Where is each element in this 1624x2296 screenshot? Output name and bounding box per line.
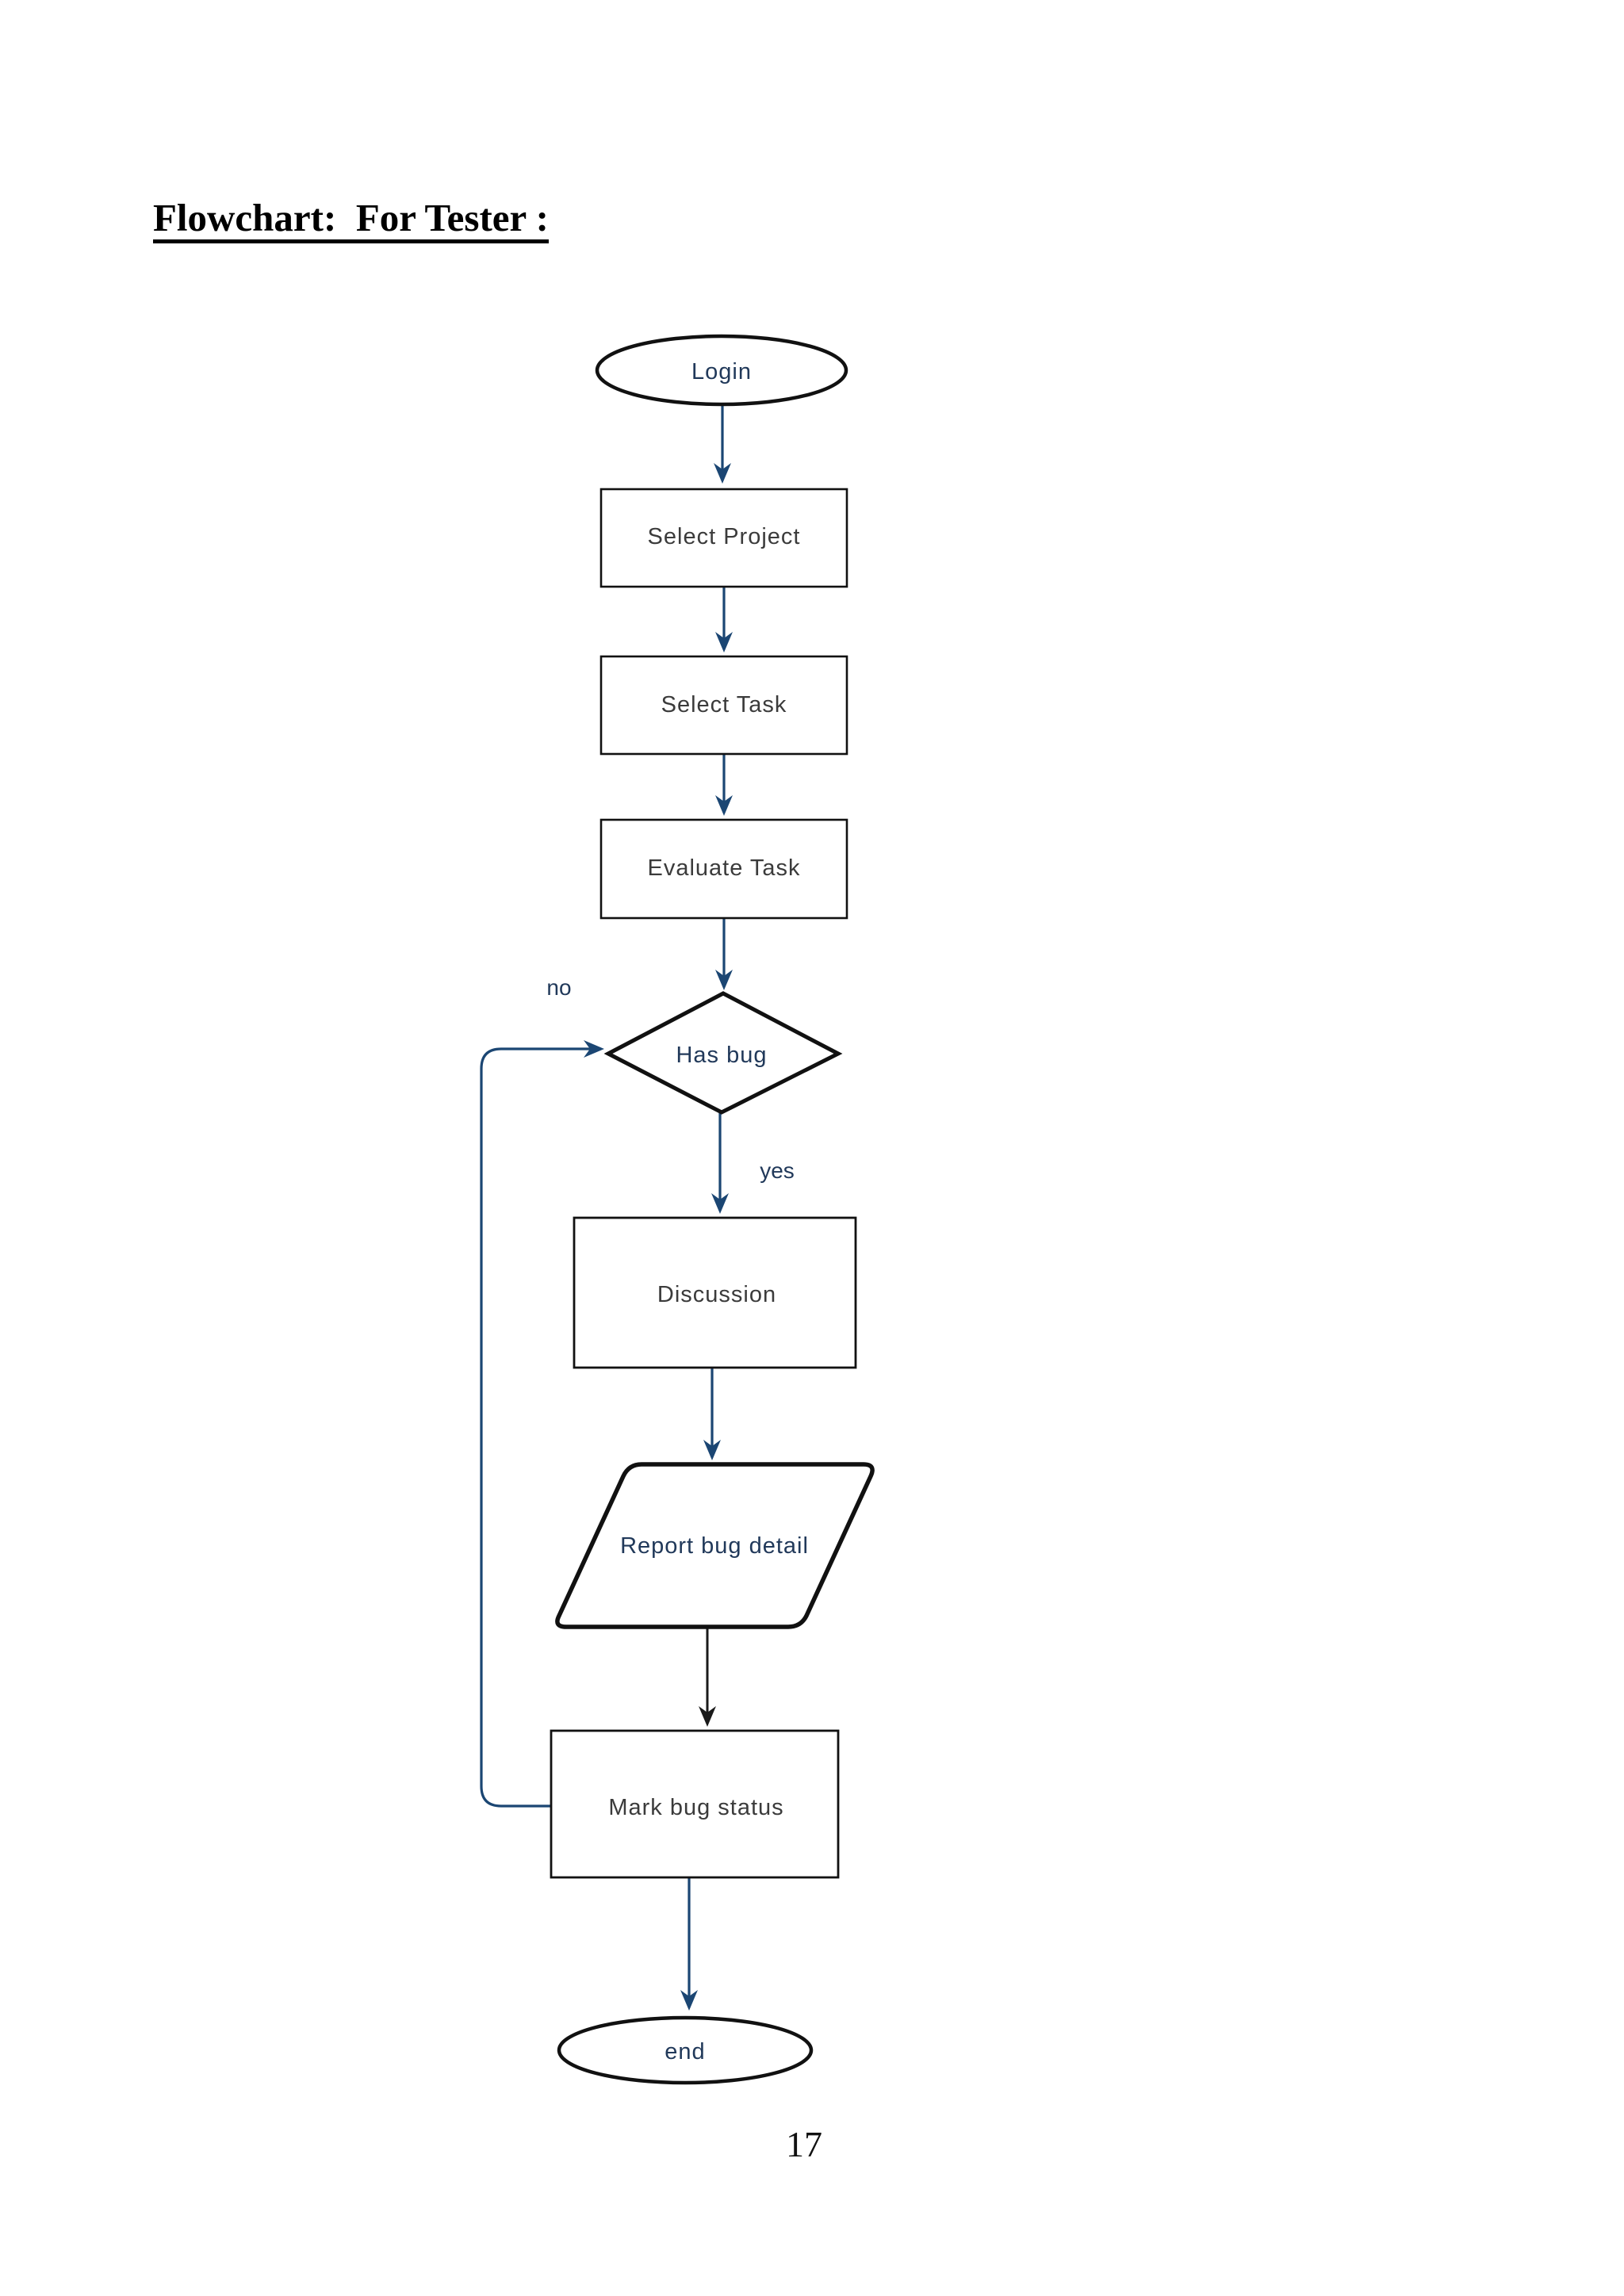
node-has-bug bbox=[603, 991, 843, 1115]
node-has-bug-label: Has bug bbox=[676, 1043, 767, 1068]
node-select-task bbox=[599, 655, 848, 756]
node-login bbox=[595, 334, 848, 407]
page-number: 17 bbox=[786, 2124, 822, 2164]
node-mark-bug-status-label: Mark bug status bbox=[608, 1795, 783, 1820]
node-report-bug-detail bbox=[555, 1462, 875, 1629]
node-mark-bug-status bbox=[550, 1729, 840, 1879]
node-evaluate-task bbox=[599, 818, 848, 920]
node-select-project-label: Select Project bbox=[648, 524, 801, 549]
node-end-label: end bbox=[665, 2039, 705, 2064]
branch-yes-label: yes bbox=[760, 1158, 795, 1183]
page-title: Flowchart: For Tester : bbox=[153, 198, 549, 243]
node-report-bug-detail-label: Report bug detail bbox=[620, 1533, 809, 1559]
node-discussion-label: Discussion bbox=[657, 1282, 776, 1307]
node-discussion bbox=[573, 1216, 857, 1369]
node-end bbox=[557, 2015, 814, 2085]
node-login-label: Login bbox=[691, 359, 752, 385]
node-select-project bbox=[599, 488, 848, 588]
loop-mark-bug-status-to-has-bug bbox=[480, 1040, 604, 1808]
node-evaluate-task-label: Evaluate Task bbox=[647, 855, 800, 881]
node-select-task-label: Select Task bbox=[661, 692, 787, 718]
branch-no-label: no bbox=[546, 975, 571, 1000]
